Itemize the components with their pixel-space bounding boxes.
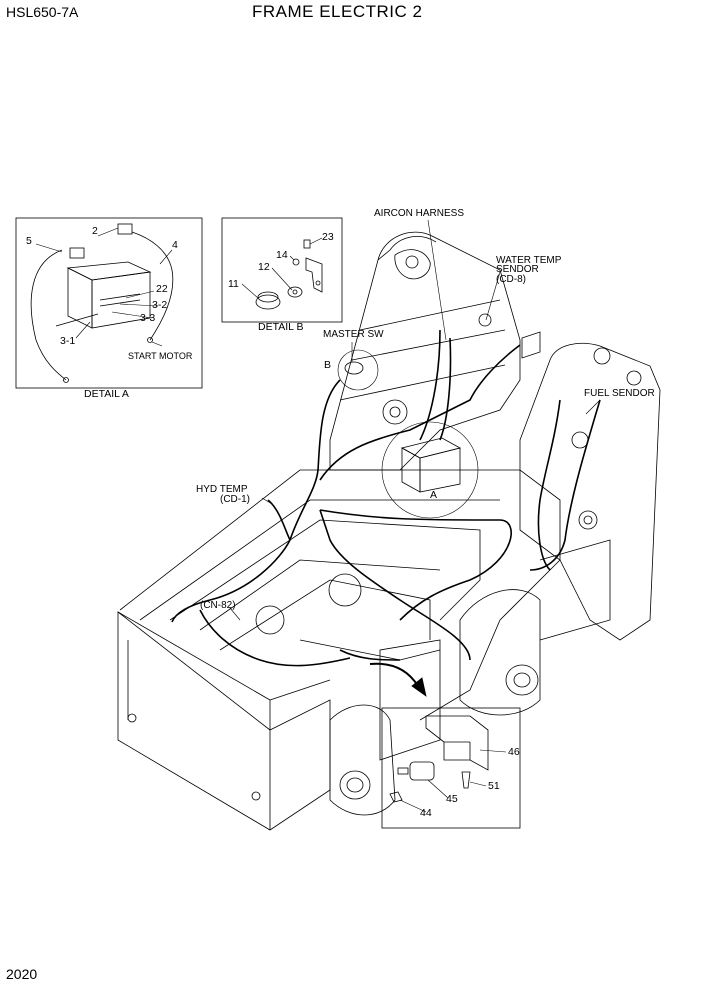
inset-arrow <box>369 662 419 687</box>
page-number: 2020 <box>6 966 38 982</box>
frame-body <box>117 231 661 831</box>
callout-12: 12 <box>258 261 270 273</box>
callout-44: 44 <box>420 807 432 819</box>
callout-3-3: 3-3 <box>140 312 156 324</box>
callout-46: 46 <box>508 746 520 758</box>
marker-b: B <box>324 359 332 371</box>
hyd-temp-label-2: (CD-1) <box>220 494 250 505</box>
fuel-sendor-label: FUEL SENDOR <box>584 388 655 399</box>
aircon-harness-label: AIRCON HARNESS <box>374 208 465 219</box>
inset-leaders <box>399 749 507 813</box>
callout-51: 51 <box>488 780 500 792</box>
master-sw-label: MASTER SW <box>323 329 384 340</box>
water-temp-label-2: SENDOR <box>496 264 539 275</box>
main-leaders <box>229 219 601 621</box>
callout-11: 11 <box>228 278 239 290</box>
callout-2: 2 <box>92 225 98 237</box>
marker-a: A <box>430 489 438 501</box>
master-switch-detail <box>255 239 323 310</box>
detail-b-caption: DETAIL B <box>258 321 304 333</box>
detail-a-caption: DETAIL A <box>84 388 129 400</box>
callout-4: 4 <box>172 239 178 251</box>
callout-23: 23 <box>322 231 334 243</box>
wiring-harness <box>171 329 601 667</box>
inset-box <box>381 707 521 829</box>
detail-a-box <box>15 217 203 389</box>
callout-14: 14 <box>276 249 288 261</box>
detail-b-leaders <box>241 237 323 299</box>
callout-3-2: 3-2 <box>152 299 168 311</box>
cn82-label: (CN-82) <box>200 600 236 611</box>
water-temp-label-1: WATER TEMP <box>496 255 562 266</box>
detail-b-box <box>221 217 343 323</box>
callout-3-1: 3-1 <box>60 335 76 347</box>
callout-22: 22 <box>156 283 168 295</box>
page-title: FRAME ELECTRIC 2 <box>252 2 423 21</box>
start-motor-label: START MOTOR <box>128 351 193 361</box>
callout-5: 5 <box>26 235 32 247</box>
water-temp-label-3: (CD-8) <box>496 274 526 285</box>
model-code: HSL650-7A <box>6 4 79 20</box>
hyd-temp-label-1: HYD TEMP <box>196 484 248 495</box>
inset-relay-drawing <box>389 715 489 803</box>
detail-a-leaders <box>35 227 173 347</box>
inset-arrowhead <box>411 677 427 697</box>
callout-45: 45 <box>446 793 458 805</box>
